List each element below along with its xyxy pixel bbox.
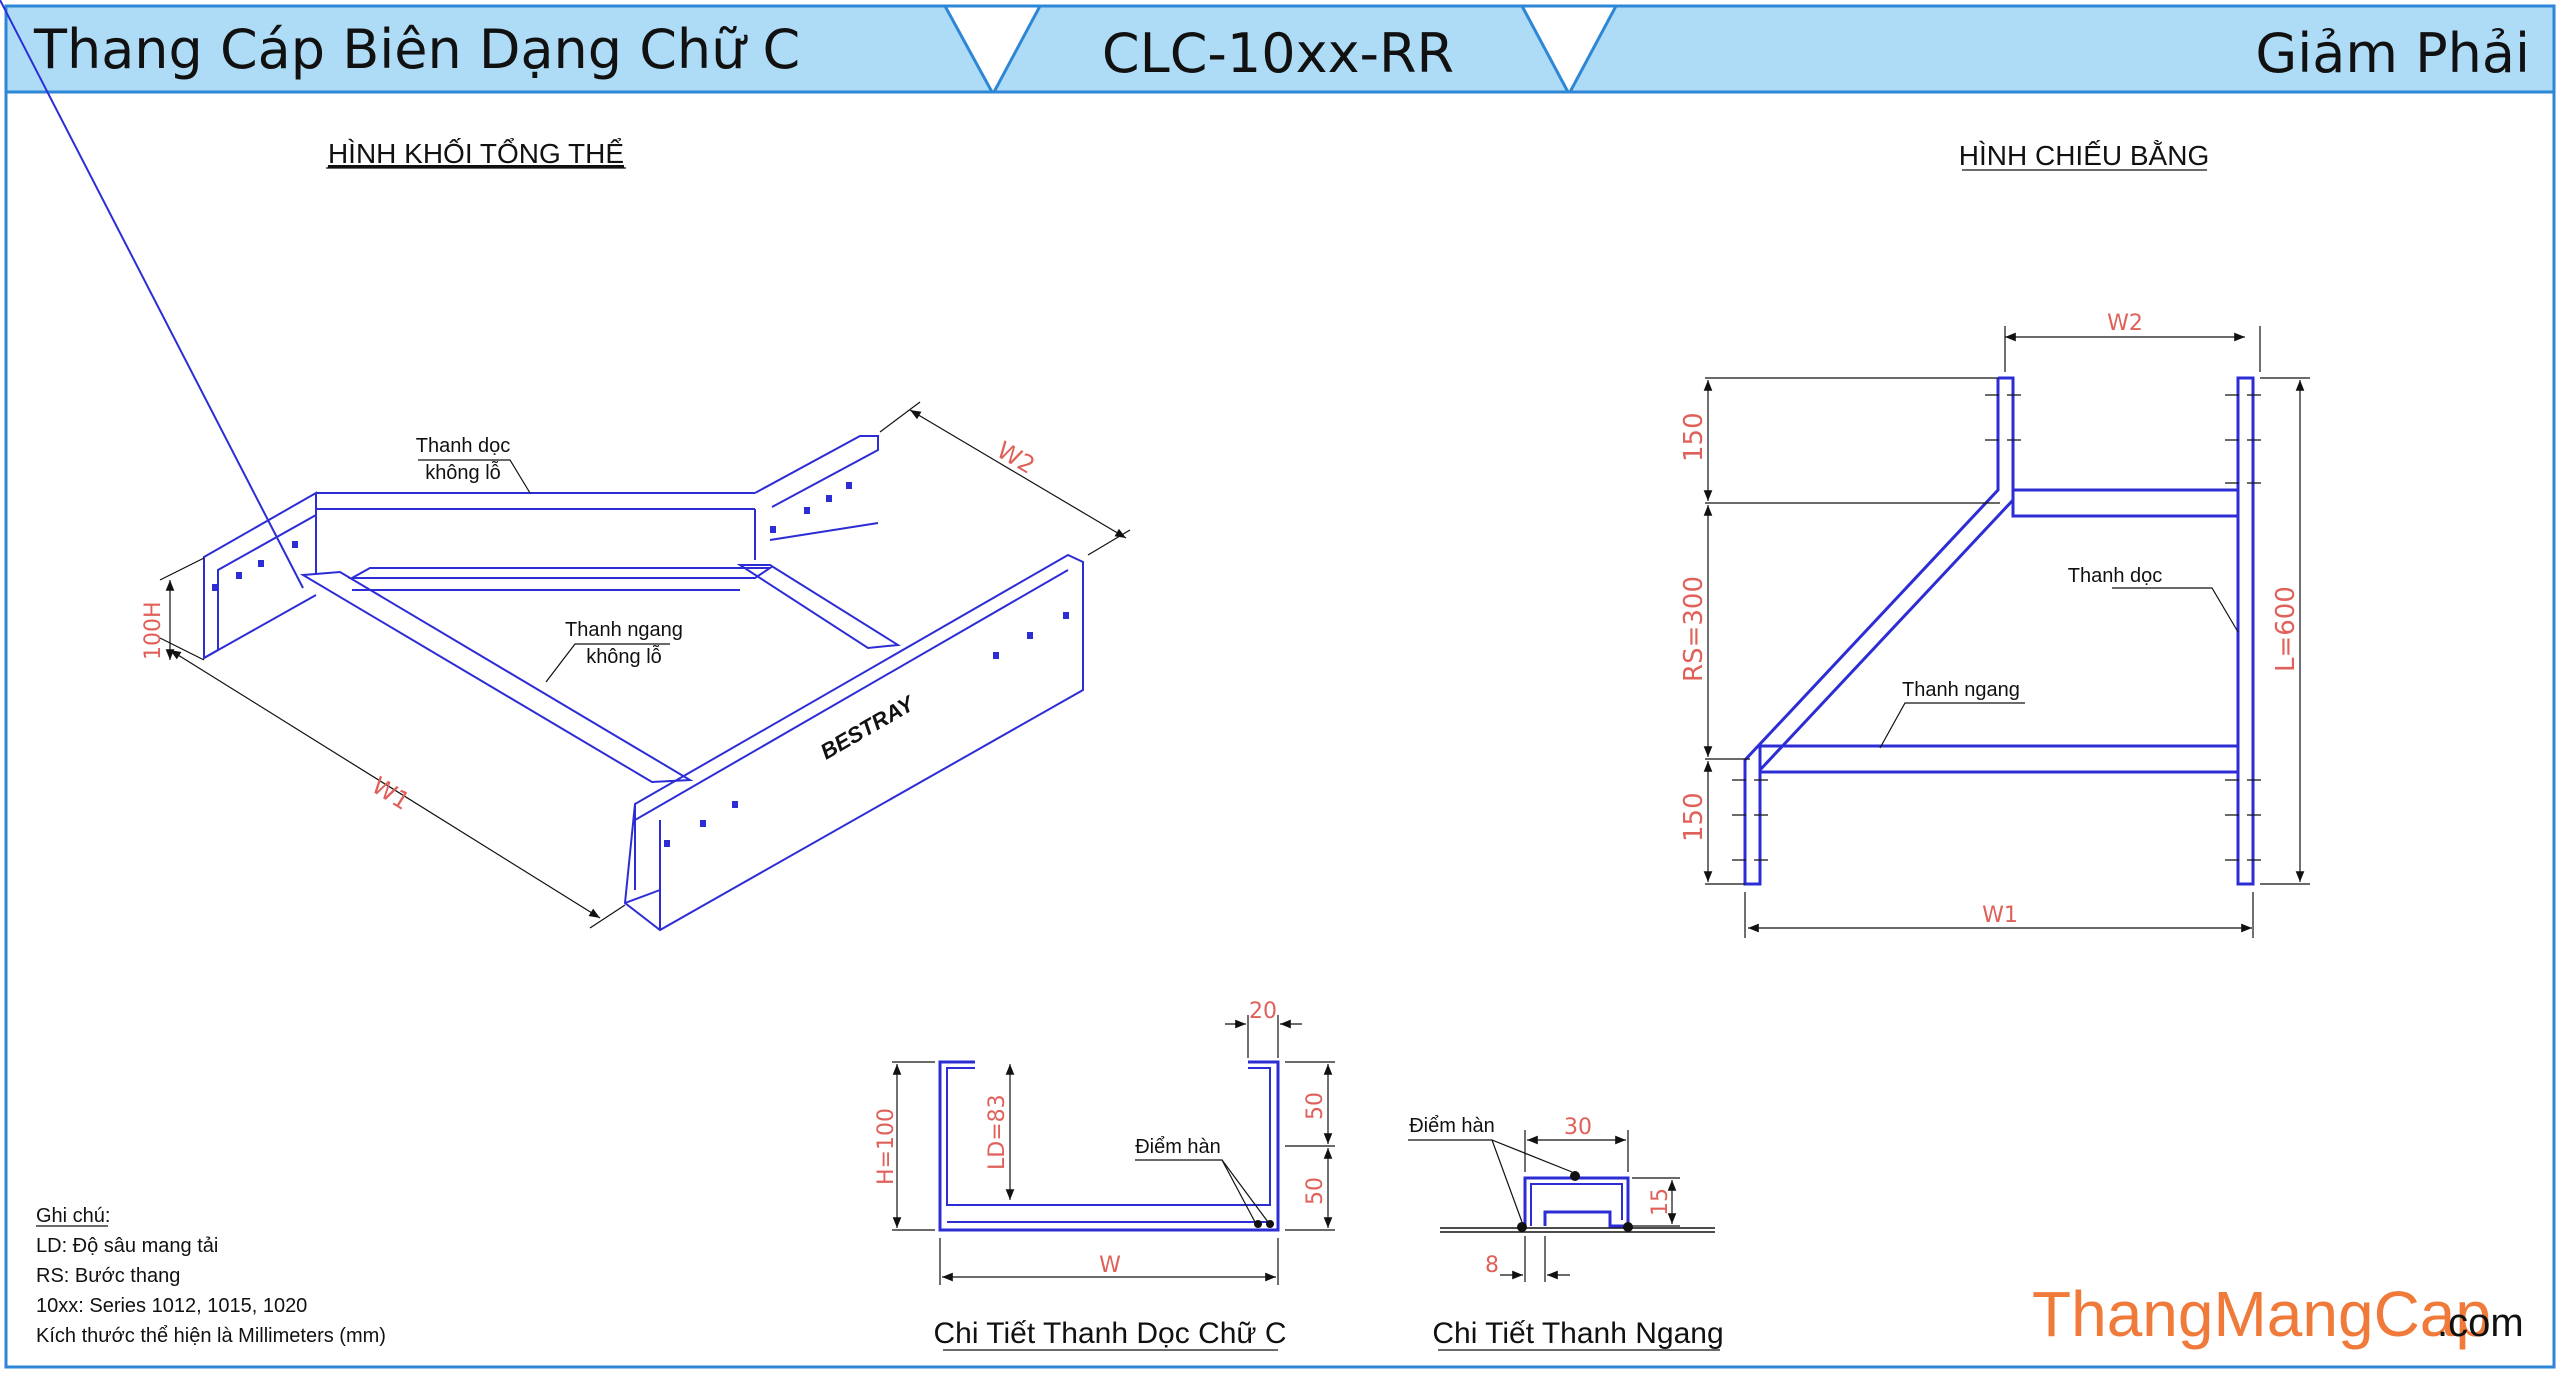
iso-label-rung-2: không lỗ — [586, 645, 662, 668]
rung-dim-width: 30 — [1564, 1115, 1592, 1140]
header-title: Thang Cáp Biên Dạng Chữ C — [33, 18, 800, 81]
brand-tld: .com — [2437, 1301, 2524, 1345]
plan-dim-bottom: 150 — [1679, 792, 1709, 842]
header-title-box — [4, 4, 995, 94]
notes-line-2: RS: Bước thang — [36, 1265, 180, 1287]
iso-label-rail-2: không lỗ — [425, 461, 501, 484]
side-dim-lower: 50 — [1303, 1177, 1328, 1205]
iso-label-rail-1: Thanh dọc — [416, 435, 511, 457]
side-dim-w: W — [1099, 1253, 1121, 1278]
header-bar: Thang Cáp Biên Dạng Chữ C CLC-10xx-RR Gi… — [4, 4, 2556, 94]
iso-dim-h: 100H — [141, 601, 166, 660]
plan-dim-rs: RS=300 — [1679, 576, 1709, 682]
rail-holes — [212, 482, 852, 591]
brand-logo: ThangMangCap .com — [2032, 1278, 2524, 1350]
plan-label-rail: Thanh dọc — [2068, 565, 2163, 587]
iso-dim-w2: W2 — [992, 436, 1040, 480]
plan-dim-l: L=600 — [2271, 586, 2301, 672]
notes-line-3: 10xx: Series 1012, 1015, 1020 — [36, 1295, 307, 1317]
header-code: CLC-10xx-RR — [1102, 22, 1454, 85]
rung-weld-label: Điểm hàn — [1409, 1115, 1495, 1137]
plan-dim-w1: W1 — [1982, 903, 2018, 928]
iso-label-rung-1: Thanh ngang — [565, 619, 683, 641]
rung-detail-title: Chi Tiết Thanh Ngang — [1432, 1317, 1723, 1350]
iso-dim-w1: W1 — [367, 771, 415, 815]
iso-view-title: HÌNH KHỐI TỔNG THỂ — [328, 137, 624, 169]
outer-frame — [4, 4, 2556, 1369]
plan-label-rung: Thanh ngang — [1902, 679, 2020, 701]
side-rail-detail: H=100 LD=83 20 50 50 W Điểm hàn Chi Tiết… — [874, 999, 1335, 1351]
brand-name: ThangMangCap — [2032, 1278, 2491, 1350]
side-detail-title: Chi Tiết Thanh Dọc Chữ C — [933, 1317, 1286, 1350]
side-dim-top-flange: 20 — [1249, 999, 1277, 1024]
plan-dim-top: 150 — [1679, 412, 1709, 462]
header-variant: Giảm Phải — [2255, 22, 2530, 85]
side-weld-label: Điểm hàn — [1135, 1136, 1221, 1158]
side-dim-upper: 50 — [1303, 1092, 1328, 1120]
rung-dim-height: 15 — [1648, 1188, 1673, 1216]
rung-detail: 30 15 8 Điểm hàn Chi Tiết Thanh Ngang — [1408, 1115, 1724, 1351]
header-code-box — [991, 4, 1571, 94]
notes-line-1: LD: Độ sâu mang tải — [36, 1235, 218, 1257]
rung-dim-foot: 8 — [1485, 1253, 1499, 1278]
side-dim-ld: LD=83 — [985, 1094, 1010, 1170]
plan-view-title: HÌNH CHIẾU BẰNG — [1959, 140, 2209, 171]
header-variant-box — [1567, 4, 2556, 94]
plan-dim-w2: W2 — [2107, 311, 2143, 336]
notes-block: Ghi chú: LD: Độ sâu mang tải RS: Bước th… — [36, 1205, 386, 1347]
notes-line-4: Kích thước thể hiện là Millimeters (mm) — [36, 1325, 386, 1347]
side-dim-h: H=100 — [874, 1108, 899, 1185]
iso-brand-mark: BESTRAY — [816, 690, 920, 765]
plan-view: W2 W1 150 RS=300 150 L=600 Thanh dọc Tha… — [1679, 311, 2310, 938]
notes-heading: Ghi chú: — [36, 1205, 110, 1227]
